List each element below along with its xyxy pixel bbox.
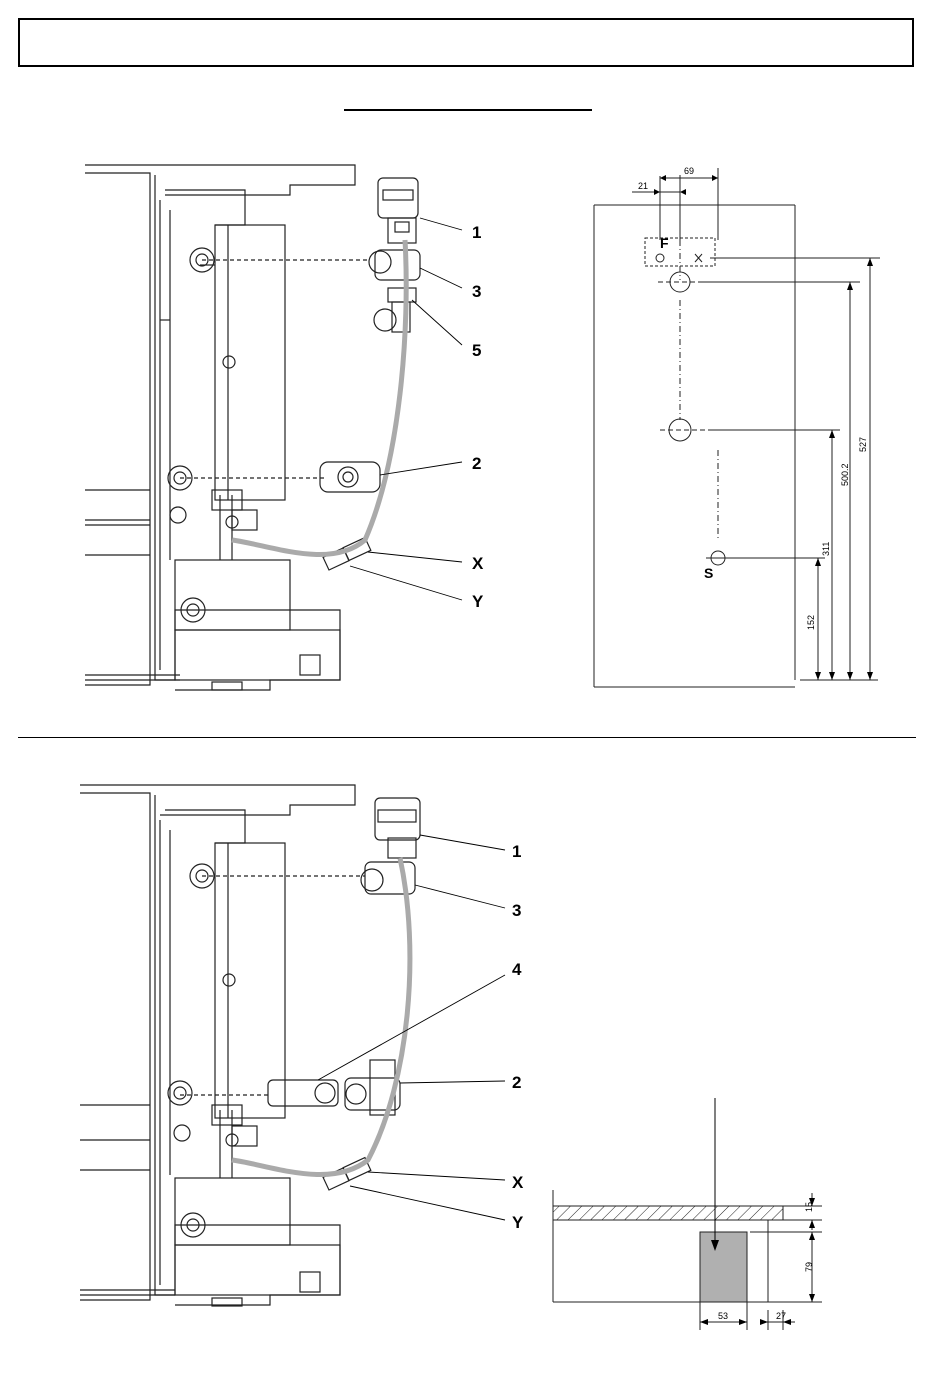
dim-21: 21 — [638, 181, 648, 191]
section-divider — [18, 737, 916, 738]
label-f: F — [660, 235, 669, 251]
dim-500: 500.2 — [840, 463, 850, 486]
section-detail-drawing: 15 79 53 27 — [0, 740, 950, 1392]
dim-53: 53 — [718, 1311, 728, 1321]
dim-15: 15 — [804, 1202, 814, 1212]
label-s: S — [704, 565, 713, 581]
dim-527: 527 — [858, 437, 868, 452]
wall-template-dimension-drawing: 69 21 527 500.2 311 152 F S — [0, 0, 950, 740]
dim-79: 79 — [804, 1262, 814, 1272]
dim-152: 152 — [806, 615, 816, 630]
dim-311: 311 — [821, 542, 831, 556]
dim-69: 69 — [684, 166, 694, 176]
dim-27: 27 — [776, 1311, 786, 1321]
